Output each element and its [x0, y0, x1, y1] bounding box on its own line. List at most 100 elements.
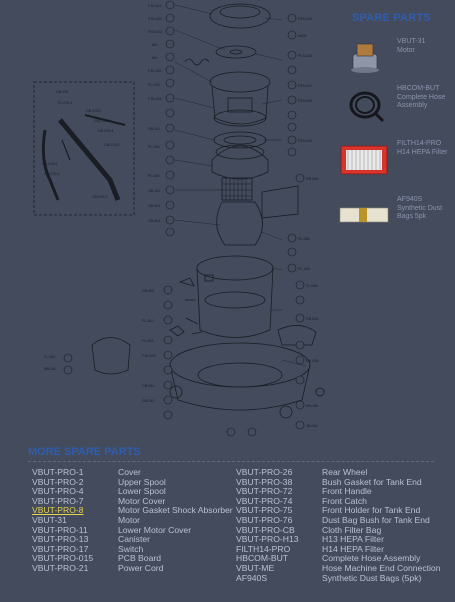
hose-outline	[41, 129, 60, 201]
svg-text:FL-063: FL-063	[44, 355, 55, 359]
dust-bag-icon	[339, 207, 389, 223]
more-spare-parts-title: MORE SPARE PARTS	[28, 446, 141, 458]
svg-text:PZS-034: PZS-034	[298, 17, 312, 21]
part-code[interactable]: VBUT-PRO-74	[236, 495, 293, 506]
part-code[interactable]: VBUT-PRO-015	[32, 553, 94, 564]
part-code[interactable]: VBUT-PRO-1	[32, 467, 84, 477]
part-code[interactable]: VBUT-PRO-17	[32, 543, 89, 554]
svg-text:PZS-034: PZS-034	[298, 139, 312, 143]
hose-inset-box	[33, 81, 135, 216]
spare-item-desc: Synthetic Dust Bags 5pk	[397, 204, 443, 221]
spare-item-code: AF940S	[397, 196, 423, 203]
svg-text:GB-078.5: GB-078.5	[104, 143, 119, 147]
svg-text:FL-078.1: FL-078.1	[58, 101, 72, 105]
svg-text:GB-152: GB-152	[148, 189, 160, 193]
part-code[interactable]: VBUT-PRO-7	[32, 495, 84, 506]
svg-text:GB-078.2: GB-078.2	[86, 109, 101, 113]
spare-item-motor[interactable]: VBUT-31 Motor	[337, 38, 455, 78]
part-description: Complete Hose Assembly	[322, 553, 421, 564]
part-description: Synthetic Dust Bags (5pk)	[322, 572, 422, 583]
svg-text:FJK-023: FJK-023	[142, 354, 156, 358]
canister-top	[196, 255, 274, 281]
svg-text:FJD-001: FJD-001	[148, 97, 162, 101]
filter-cartridge	[221, 177, 253, 201]
part-description: Power Cord	[118, 562, 164, 573]
top-cover	[209, 3, 271, 29]
svg-text:PL-045: PL-045	[148, 83, 160, 87]
svg-text:GB-078.3: GB-078.3	[94, 119, 109, 123]
part-description: Rear Wheel	[322, 467, 368, 477]
part-description: Cloth Filter Bag	[322, 524, 382, 535]
svg-text:4829: 4829	[298, 34, 306, 38]
svg-text:FL-08.1: FL-08.1	[142, 319, 154, 323]
part-code[interactable]: FILTH14-PRO	[236, 543, 291, 554]
svg-text:FL-063: FL-063	[142, 339, 153, 343]
part-code[interactable]: VBUT-PRO-8	[32, 505, 84, 516]
part-description: Dust Bag Bush for Tank End	[322, 514, 430, 525]
part-code[interactable]: VBUT-PRO-76	[236, 514, 293, 525]
part-code[interactable]: VBUT-ME	[236, 562, 275, 573]
spare-item-hose[interactable]: HBCOM-BUT Complete Hose Assembly	[337, 85, 455, 125]
part-code[interactable]: VBUT-PRO-72	[236, 486, 293, 497]
part-description: Front Catch	[322, 495, 367, 506]
svg-text:GB-078.4: GB-078.4	[98, 129, 113, 133]
part-description: Switch	[118, 543, 144, 554]
part-code[interactable]: VBUT-PRO-2	[32, 476, 84, 487]
svg-text:PZS-037: PZS-037	[298, 84, 312, 88]
spare-item-dust-bags[interactable]: AF940S Synthetic Dust Bags 5pk	[337, 196, 455, 236]
svg-text:GB-078.6: GB-078.6	[42, 162, 57, 166]
part-code[interactable]: VBUT-PRO-CB	[236, 524, 295, 535]
part-description: Lower Motor Cover	[118, 524, 192, 535]
spare-item-desc: Complete Hose Assembly	[397, 93, 446, 110]
filter-bag	[216, 201, 263, 246]
part-description: Front Holder for Tank End	[322, 505, 421, 516]
svg-text:PL-054: PL-054	[148, 145, 160, 149]
svg-text:GB-079.2: GB-079.2	[92, 195, 107, 199]
svg-text:PJD-003: PJD-003	[148, 17, 162, 21]
part-description: Hose Machine End Connection	[322, 562, 441, 573]
part-description: Front Handle	[322, 486, 372, 497]
part-code[interactable]: VBUT-PRO-4	[32, 486, 84, 497]
svg-text:GB-043: GB-043	[142, 399, 154, 403]
part-description: Upper Spool	[118, 476, 166, 487]
part-code[interactable]: VBUT-PRO-75	[236, 505, 293, 516]
motor-icon	[351, 43, 379, 73]
svg-text:GB-043: GB-043	[142, 384, 154, 388]
spare-item-code: VBUT-31	[397, 38, 426, 45]
svg-text:GB-003: GB-003	[142, 289, 154, 293]
spare-item-desc: Motor	[397, 46, 415, 54]
svg-text:PZS-055: PZS-055	[298, 99, 312, 103]
svg-text:PL-100: PL-100	[298, 267, 310, 271]
part-code[interactable]: VBUT-31	[32, 514, 67, 525]
motor-cover	[211, 145, 269, 180]
part-code[interactable]: VBUT-PRO-11	[32, 524, 88, 535]
part-code[interactable]: AF940S	[236, 572, 268, 583]
part-description: Motor	[118, 514, 140, 525]
part-code[interactable]: VBUT-PRO-21	[32, 562, 89, 573]
spare-item-hepa-filter[interactable]: FILTH14-PRO H14 HEPA Filter	[337, 140, 455, 180]
part-code[interactable]: VBUT-PRO-26	[236, 467, 293, 477]
svg-text:PL-065: PL-065	[148, 174, 160, 178]
motor-housing	[209, 71, 271, 93]
part-code[interactable]: VBUT-PRO-38	[236, 476, 293, 487]
svg-text:GB-076: GB-076	[56, 90, 68, 94]
hepa-filter-icon	[340, 145, 388, 175]
spare-parts-title: SPARE PARTS	[352, 12, 431, 24]
svg-text:GB-079.3: GB-079.3	[44, 172, 59, 176]
part-code[interactable]: VBUT-PRO-13	[32, 534, 89, 545]
part-description: PCB Board	[118, 553, 161, 564]
part-code[interactable]: VBUT-PRO-H13	[236, 534, 299, 545]
wheel	[169, 385, 183, 399]
part-code[interactable]: HBCOM-BUT	[236, 553, 289, 564]
svg-text:M4: M4	[152, 56, 157, 60]
svg-text:FJZ-020: FJZ-020	[148, 69, 161, 73]
svg-text:FJZ-001: FJZ-001	[148, 4, 161, 8]
svg-text:JB-016: JB-016	[306, 424, 317, 428]
svg-text:GB-051: GB-051	[148, 204, 160, 208]
canister	[196, 267, 274, 338]
section-divider	[28, 461, 434, 462]
